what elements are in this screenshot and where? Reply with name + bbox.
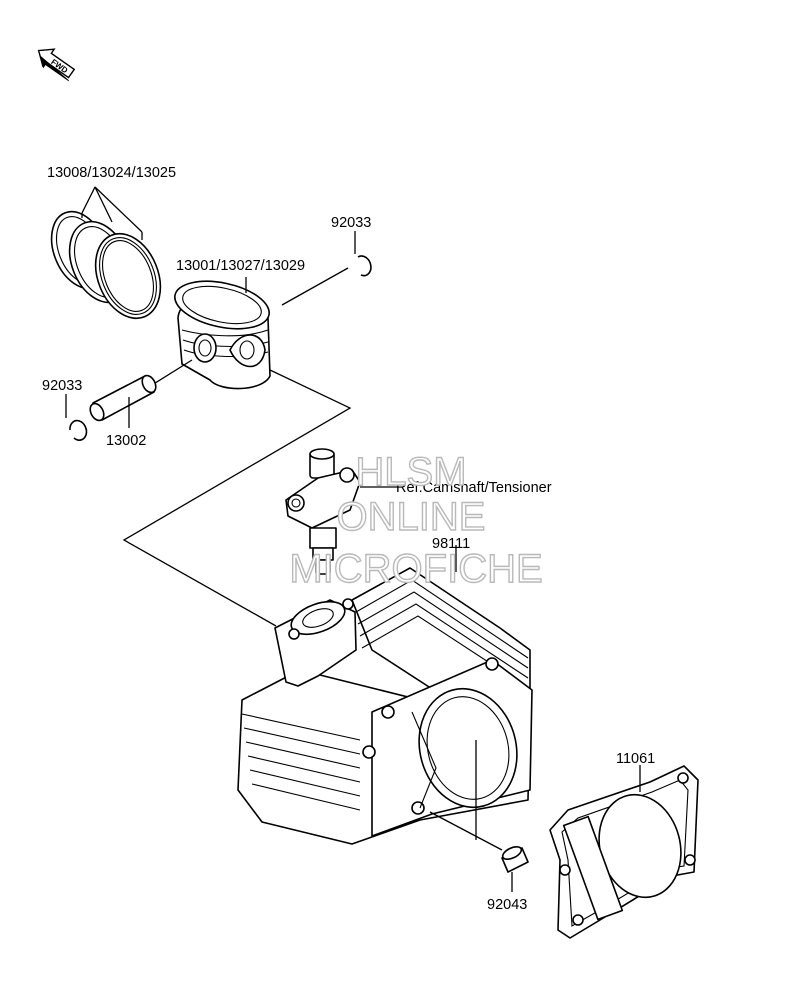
- label-cylinder: 98111: [432, 536, 470, 552]
- label-clip-left: 92033: [42, 378, 82, 394]
- label-rings: 13008/13024/13025: [47, 165, 176, 181]
- cylinder-base-gasket: [549, 765, 699, 939]
- watermark-line1: HLSM: [355, 450, 466, 494]
- label-piston: 13001/13027/13029: [176, 258, 305, 274]
- cam-chain-tensioner: [285, 448, 398, 575]
- watermark: HLSM ONLINE MICROFICHE: [289, 449, 544, 591]
- assembly-guide-lines: [122, 369, 352, 627]
- watermark-line3: MICROFICHE: [289, 547, 542, 591]
- cylinder-block: [237, 545, 533, 845]
- piston-pin: [89, 374, 157, 428]
- fwd-arrow-icon: FWD: [37, 48, 76, 82]
- label-ref: Ref.Camshaft/Tensioner: [396, 480, 552, 496]
- dowel-pin: [429, 811, 529, 892]
- label-dowel: 92043: [487, 897, 527, 913]
- piston-pin-clip-right: [281, 231, 372, 306]
- label-pin: 13002: [106, 433, 146, 449]
- label-gasket: 11061: [616, 751, 655, 767]
- watermark-line2: ONLINE: [337, 495, 486, 539]
- label-clip-right: 92033: [331, 215, 371, 231]
- piston-rings: [50, 186, 162, 320]
- piston-pin-clip-left: [65, 394, 88, 441]
- piston: [151, 277, 271, 390]
